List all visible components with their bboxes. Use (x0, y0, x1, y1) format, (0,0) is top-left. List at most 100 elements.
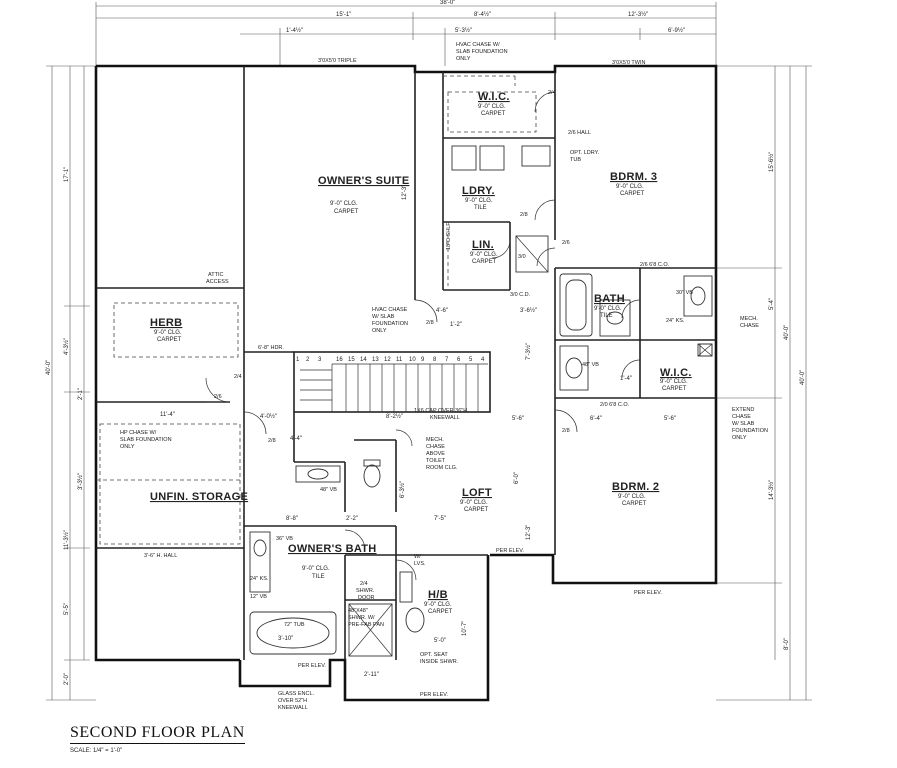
note-ks24: 24" KS. (250, 576, 269, 582)
dim-top-total: 38'-0" (440, 0, 455, 6)
note-extend-chase: CHASE (732, 414, 751, 420)
dashed-lines (96, 75, 537, 545)
note-vb48-bath: 48" VB (582, 362, 599, 368)
room-floor: TILE (312, 574, 325, 580)
note-per-elev-bottom: PER ELEV. (420, 692, 448, 698)
dim-left-d: 11'-3½" (63, 530, 70, 550)
stair-step-number: 16 (336, 357, 343, 363)
right-dimension-lines (716, 65, 812, 701)
stair-step-number: 3 (318, 357, 322, 363)
room-labels: OWNER'S SUITE 9'-0" CLG. CARPET HERB 9'-… (150, 91, 691, 615)
dim-interior: 6'-0" (514, 472, 520, 484)
note-glass-encl: KNEEWALL (278, 705, 308, 711)
stair-treads (300, 363, 488, 412)
dim-right-d: 8'-0" (784, 638, 790, 650)
dim-left-c: 2'-1" (78, 388, 84, 400)
room-floor: CARPET (620, 191, 645, 197)
note-mech-chase-loft: TOILET (426, 458, 446, 464)
plan-title-block: SECOND FLOOR PLAN SCALE: 1/4" = 1'-0" (70, 724, 245, 754)
dim-right-total-b: 40'-0" (800, 370, 806, 385)
note-vb36: 36" VB (276, 536, 293, 542)
note-hp-chase: HP CHASE W/ (120, 430, 157, 436)
room-floor: TILE (600, 313, 613, 319)
note-cap-knee: 1X6 CAP OVER 36"H (414, 408, 467, 414)
room-ceiling: 9'-0" CLG. (660, 379, 688, 385)
note-tub: 72" TUB (284, 622, 305, 628)
stair-step-number: 12 (384, 357, 391, 363)
note-hvac-mid: ONLY (372, 328, 387, 334)
note-mech-chase-loft: ROOM CLG. (426, 465, 458, 471)
plan-scale: SCALE: 1/4" = 1'-0" (70, 748, 123, 754)
stair-step-number: 7 (445, 357, 449, 363)
note-ks24-bath: 24" KS. (666, 318, 685, 324)
note-extend-chase: EXTEND (732, 407, 754, 413)
dim-interior: 8'-8" (286, 516, 298, 522)
stair-step-number: 11 (396, 357, 403, 363)
room-name-bdrm2: BDRM. 2 (612, 481, 659, 493)
note-per-elev-bath: PER ELEV. (298, 663, 326, 669)
room-ceiling: 9'-0" CLG. (460, 500, 488, 506)
stair-step-number: 15 (348, 357, 355, 363)
room-floor: CARPET (334, 209, 359, 215)
note-hvac-mid: FOUNDATION (372, 321, 408, 327)
plan-notes: 3'0X5'0 TRIPLE 3'0X5'0 TWIN HVAC CHASE W… (120, 42, 768, 711)
dim-interior: 2'-2" (346, 516, 358, 522)
stair-step-number: 9 (421, 357, 425, 363)
room-floor: TILE (474, 205, 487, 211)
note-twin-window: 3'0X5'0 TWIN (612, 60, 646, 66)
room-name-hb: H/B (428, 589, 448, 601)
dim-interior: 10'-7" (462, 621, 468, 636)
door-label: 2/6 (214, 394, 222, 400)
note-w-lvs: LVS. (414, 561, 426, 567)
room-ceiling: 9'-0" CLG. (594, 306, 622, 312)
dim-left-f: 2'-0" (64, 673, 70, 685)
stair-step-number: 14 (360, 357, 367, 363)
dim-right-c: 14'-3½" (768, 480, 775, 500)
fixtures (249, 145, 713, 657)
dim-interior: 5'-6" (512, 416, 524, 422)
dim-top-f: 6'-9½" (668, 27, 685, 34)
room-name-laundry: LDRY. (462, 185, 495, 197)
note-per-elev-bdrm2: PER ELEV. (634, 590, 662, 596)
dim-top-b: 8'-4½" (474, 11, 491, 18)
note-cd-20: 2/0 6'8 C.O. (600, 402, 630, 408)
room-ceiling: 9'-0" CLG. (470, 252, 498, 258)
note-cd-26: 2/6 6'8 C.O. (640, 262, 670, 268)
note-mech-chase-loft: MECH. (426, 437, 444, 443)
dim-interior: 1'-2" (450, 322, 462, 328)
room-name-herb: HERB (150, 317, 182, 329)
dim-top-c: 12'-3½" (628, 11, 648, 18)
interior-dimensions: 11'-4" 8'-8" 4'-6" 4'-4" 4'-0½" 8'-2½" 7… (160, 185, 676, 678)
dim-right-b: 5'-4" (769, 298, 775, 310)
dim-interior: 12'-3" (526, 525, 532, 540)
room-name-owners-bath: OWNER'S BATH (288, 543, 377, 555)
note-hp-chase: SLAB FOUNDATION (120, 437, 172, 443)
note-hvac-top: HVAC CHASE W/ (456, 42, 500, 48)
note-glass-encl: OVER 52"H (278, 698, 307, 704)
dim-left-b: 4'-3½" (63, 338, 70, 355)
note-triple-window: 3'0X5'0 TRIPLE (318, 58, 357, 64)
room-ceiling: 9'-0" CLG. (302, 566, 330, 572)
dim-right-total: 40'-0" (784, 325, 790, 340)
dim-left-g: 3'-3½" (77, 473, 84, 490)
stair-step-number: 2 (306, 357, 310, 363)
note-shwr-door: 2/4 (360, 581, 368, 587)
top-dimension-lines (95, 2, 717, 66)
dim-right-a: 15'-6½" (768, 152, 775, 172)
dim-interior: 7'-5" (434, 516, 446, 522)
room-ceiling: 9'-0" CLG. (424, 602, 452, 608)
dim-interior: 3'-6½" (520, 307, 537, 314)
stair-step-number: 5 (469, 357, 473, 363)
note-extend-chase: W/ SLAB (732, 421, 755, 427)
room-floor: CARPET (622, 501, 647, 507)
room-floor: CARPET (157, 337, 182, 343)
note-extend-chase: ONLY (732, 435, 747, 441)
room-ceiling: 9'-0" CLG. (618, 494, 646, 500)
stair-step-number: 10 (409, 357, 416, 363)
room-floor: CARPET (464, 507, 489, 513)
dim-top-g: 1'-4½" (286, 27, 303, 34)
room-name-unfin-storage: UNFIN. STORAGE (150, 491, 248, 503)
door-label: 2/8 (562, 428, 570, 434)
note-hall-36: 3'-6" H. HALL (144, 553, 177, 559)
